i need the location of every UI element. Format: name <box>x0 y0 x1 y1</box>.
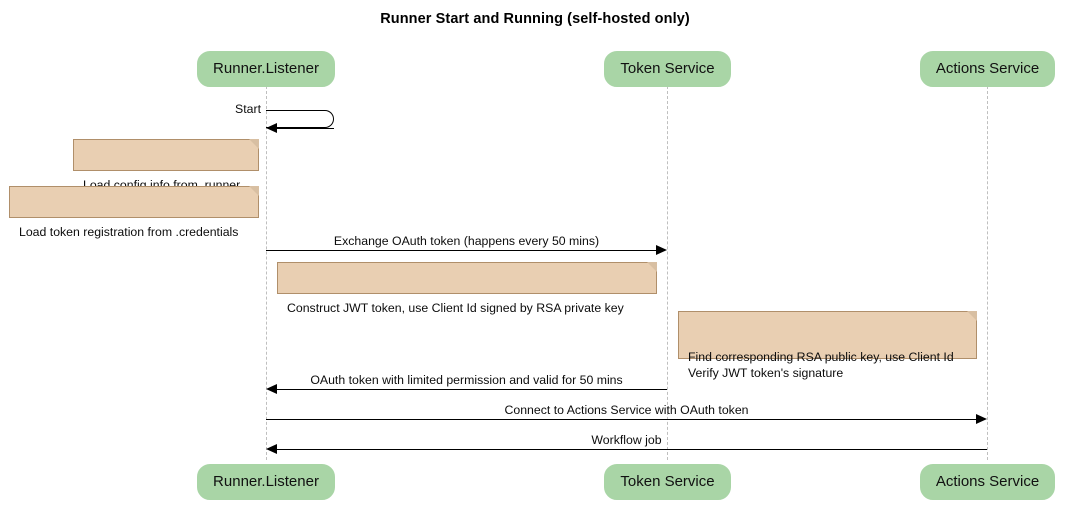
participant-actions-bottom[interactable]: Actions Service <box>920 464 1055 500</box>
note-verify-jwt: Find corresponding RSA public key, use C… <box>678 311 977 380</box>
note-load-token-registration: Load token registration from .credential… <box>9 186 259 239</box>
participant-token-bottom[interactable]: Token Service <box>604 464 731 500</box>
note-fold-icon <box>249 139 259 149</box>
participant-actions-top-label: Actions Service <box>935 60 1040 77</box>
diagram-title: Runner Start and Running (self-hosted on… <box>380 11 690 27</box>
participant-actions-bottom-label: Actions Service <box>935 473 1040 490</box>
note-construct-jwt: Construct JWT token, use Client Id signe… <box>277 262 657 315</box>
message-connect-actions-arrowhead <box>976 413 987 424</box>
message-label-connect-actions: Connect to Actions Service with OAuth to… <box>504 403 749 417</box>
lifeline-runner <box>266 86 267 460</box>
message-start-arrowhead <box>266 122 277 133</box>
note-construct-jwt-text: Construct JWT token, use Client Id signe… <box>287 301 624 315</box>
note-fold-icon <box>967 311 977 321</box>
note-fold-icon <box>647 262 657 272</box>
message-label-exchange-oauth: Exchange OAuth token (happens every 50 m… <box>333 234 600 248</box>
message-oauth-return-line <box>277 388 667 390</box>
message-start-return-line <box>277 127 334 129</box>
note-load-config: Load config info from .runner <box>73 139 259 192</box>
participant-actions-top[interactable]: Actions Service <box>920 51 1055 87</box>
message-label-oauth-return: OAuth token with limited permission and … <box>310 373 623 387</box>
lifeline-actions <box>987 86 988 460</box>
message-workflow-job-arrowhead <box>266 443 277 454</box>
participant-runner-top[interactable]: Runner.Listener <box>197 51 335 87</box>
note-verify-jwt-text: Find corresponding RSA public key, use C… <box>688 350 954 380</box>
participant-runner-bottom[interactable]: Runner.Listener <box>197 464 335 500</box>
message-workflow-job-line <box>277 448 987 450</box>
message-exchange-oauth-line <box>266 249 656 251</box>
message-exchange-oauth-arrowhead <box>656 244 667 255</box>
participant-token-top-label: Token Service <box>620 60 715 77</box>
message-label-start: Start <box>235 102 261 116</box>
message-oauth-return-arrowhead <box>266 383 277 394</box>
participant-runner-top-label: Runner.Listener <box>213 60 319 77</box>
note-fold-icon <box>249 186 259 196</box>
message-label-workflow-job: Workflow job <box>591 433 662 447</box>
participant-runner-bottom-label: Runner.Listener <box>213 473 319 490</box>
lifeline-token <box>667 86 668 460</box>
participant-token-bottom-label: Token Service <box>620 473 715 490</box>
message-connect-actions-line <box>266 418 976 420</box>
participant-token-top[interactable]: Token Service <box>604 51 731 87</box>
note-load-token-registration-text: Load token registration from .credential… <box>19 225 239 239</box>
